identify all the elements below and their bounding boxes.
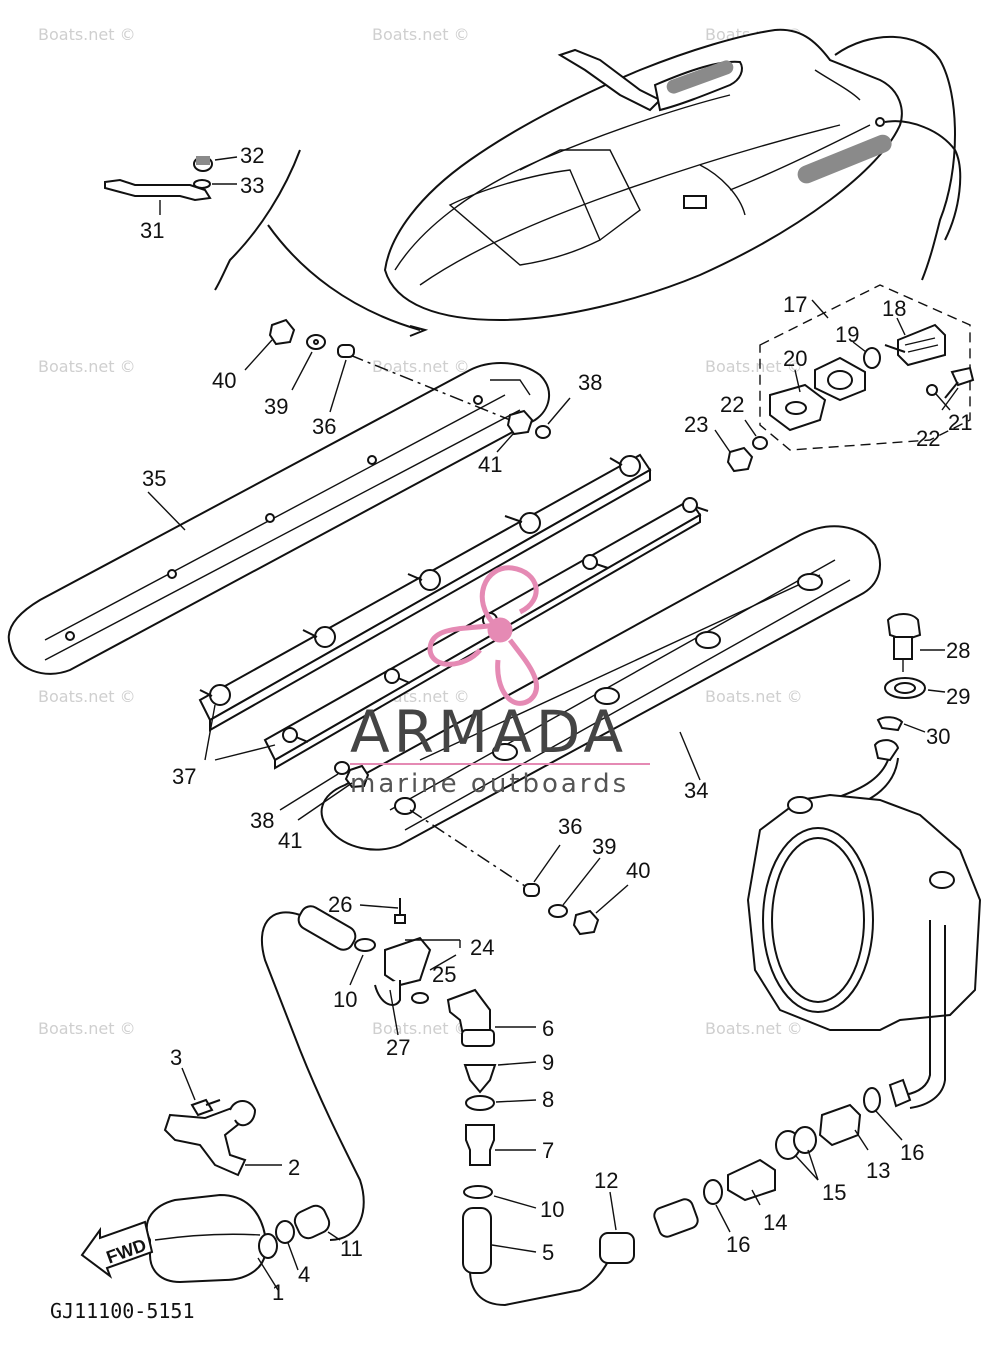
callout-10: 10: [333, 987, 357, 1012]
drain-plug-assembly-17: [714, 284, 975, 473]
stud: [199, 455, 709, 743]
callout-40: 40: [212, 368, 236, 393]
sponson-rail-34: [320, 525, 881, 851]
watermark: Boats.net ©: [705, 687, 803, 706]
callout-15: 15: [822, 1180, 846, 1205]
callout-31: 31: [140, 218, 164, 243]
callout-39: 39: [592, 834, 616, 859]
leader-curve: [267, 224, 421, 331]
watermarks: Boats.net © Boats.net © Boats.net © Boat…: [38, 25, 803, 1038]
watermark: Boats.net ©: [705, 1019, 803, 1038]
fasteners-bottom: [279, 761, 629, 936]
callout-6: 6: [542, 1016, 554, 1041]
callout-19: 19: [835, 322, 859, 347]
callout-41: 41: [278, 828, 302, 853]
callout-22: 22: [916, 426, 940, 451]
diagram-code: GJ11100-5151: [50, 1299, 195, 1323]
front-box-assembly: FWD: [80, 1067, 341, 1291]
logo-tagline: marine outboards: [350, 769, 629, 799]
callout-8: 8: [542, 1087, 554, 1112]
callout-1: 1: [272, 1280, 284, 1305]
callout-29: 29: [946, 684, 970, 709]
callout-23: 23: [684, 412, 708, 437]
callout-39: 39: [264, 394, 288, 419]
callout-14: 14: [763, 1210, 787, 1235]
callout-32: 32: [240, 143, 264, 168]
callout-33: 33: [240, 173, 264, 198]
watermark: Boats.net ©: [38, 687, 136, 706]
callout-12: 12: [594, 1168, 618, 1193]
callout-34: 34: [684, 778, 708, 803]
callout-16: 16: [900, 1140, 924, 1165]
callout-35: 35: [142, 466, 166, 491]
callout-28: 28: [946, 638, 970, 663]
watermark: Boats.net ©: [38, 25, 136, 44]
callout-26: 26: [328, 892, 352, 917]
propeller-logo-icon: [427, 565, 539, 706]
callout-2: 2: [288, 1155, 300, 1180]
sponson-rail-35: [7, 362, 550, 675]
callout-4: 4: [298, 1262, 310, 1287]
callout-5: 5: [542, 1240, 554, 1265]
callout-11: 11: [340, 1236, 363, 1261]
callout-3: 3: [170, 1045, 182, 1070]
hose-assembly: [260, 898, 903, 1307]
callout-41: 41: [478, 452, 502, 477]
watermark: Boats.net ©: [38, 1019, 136, 1038]
callout-17: 17: [783, 292, 807, 317]
callout-27: 27: [386, 1035, 410, 1060]
callout-38: 38: [578, 370, 602, 395]
callout-22: 22: [720, 392, 744, 417]
bracket-assembly-31: [104, 156, 238, 215]
watermark: Boats.net ©: [372, 357, 470, 376]
callout-36: 36: [558, 814, 582, 839]
callout-37: 37: [172, 764, 196, 789]
watercraft-hull: [383, 28, 903, 322]
callout-38: 38: [250, 808, 274, 833]
watermark: Boats.net ©: [705, 357, 803, 376]
callout-9: 9: [542, 1050, 554, 1075]
fasteners-top: [244, 318, 571, 453]
watermark: Boats.net ©: [38, 357, 136, 376]
callout-10: 10: [540, 1197, 564, 1222]
callout-21: 21: [948, 410, 972, 435]
callout-36: 36: [312, 414, 336, 439]
callout-25: 25: [432, 962, 456, 987]
callout-13: 13: [866, 1158, 890, 1183]
callout-30: 30: [926, 724, 950, 749]
jet-pump-housing: [746, 613, 982, 1109]
callout-16: 16: [726, 1232, 750, 1257]
armada-logo: ARMADA marine outboards: [350, 565, 650, 799]
logo-name: ARMADA: [350, 698, 627, 766]
mounting-strip-37: [198, 453, 709, 770]
callout-18: 18: [882, 296, 906, 321]
watermark: Boats.net ©: [372, 25, 470, 44]
callout-labels: 1 2 3 4 5 6 7 8 9 10 10 11 12 13 14 15 1…: [140, 143, 972, 1305]
callout-20: 20: [783, 346, 807, 371]
callout-24: 24: [470, 935, 494, 960]
callout-7: 7: [542, 1138, 554, 1163]
callout-40: 40: [626, 858, 650, 883]
